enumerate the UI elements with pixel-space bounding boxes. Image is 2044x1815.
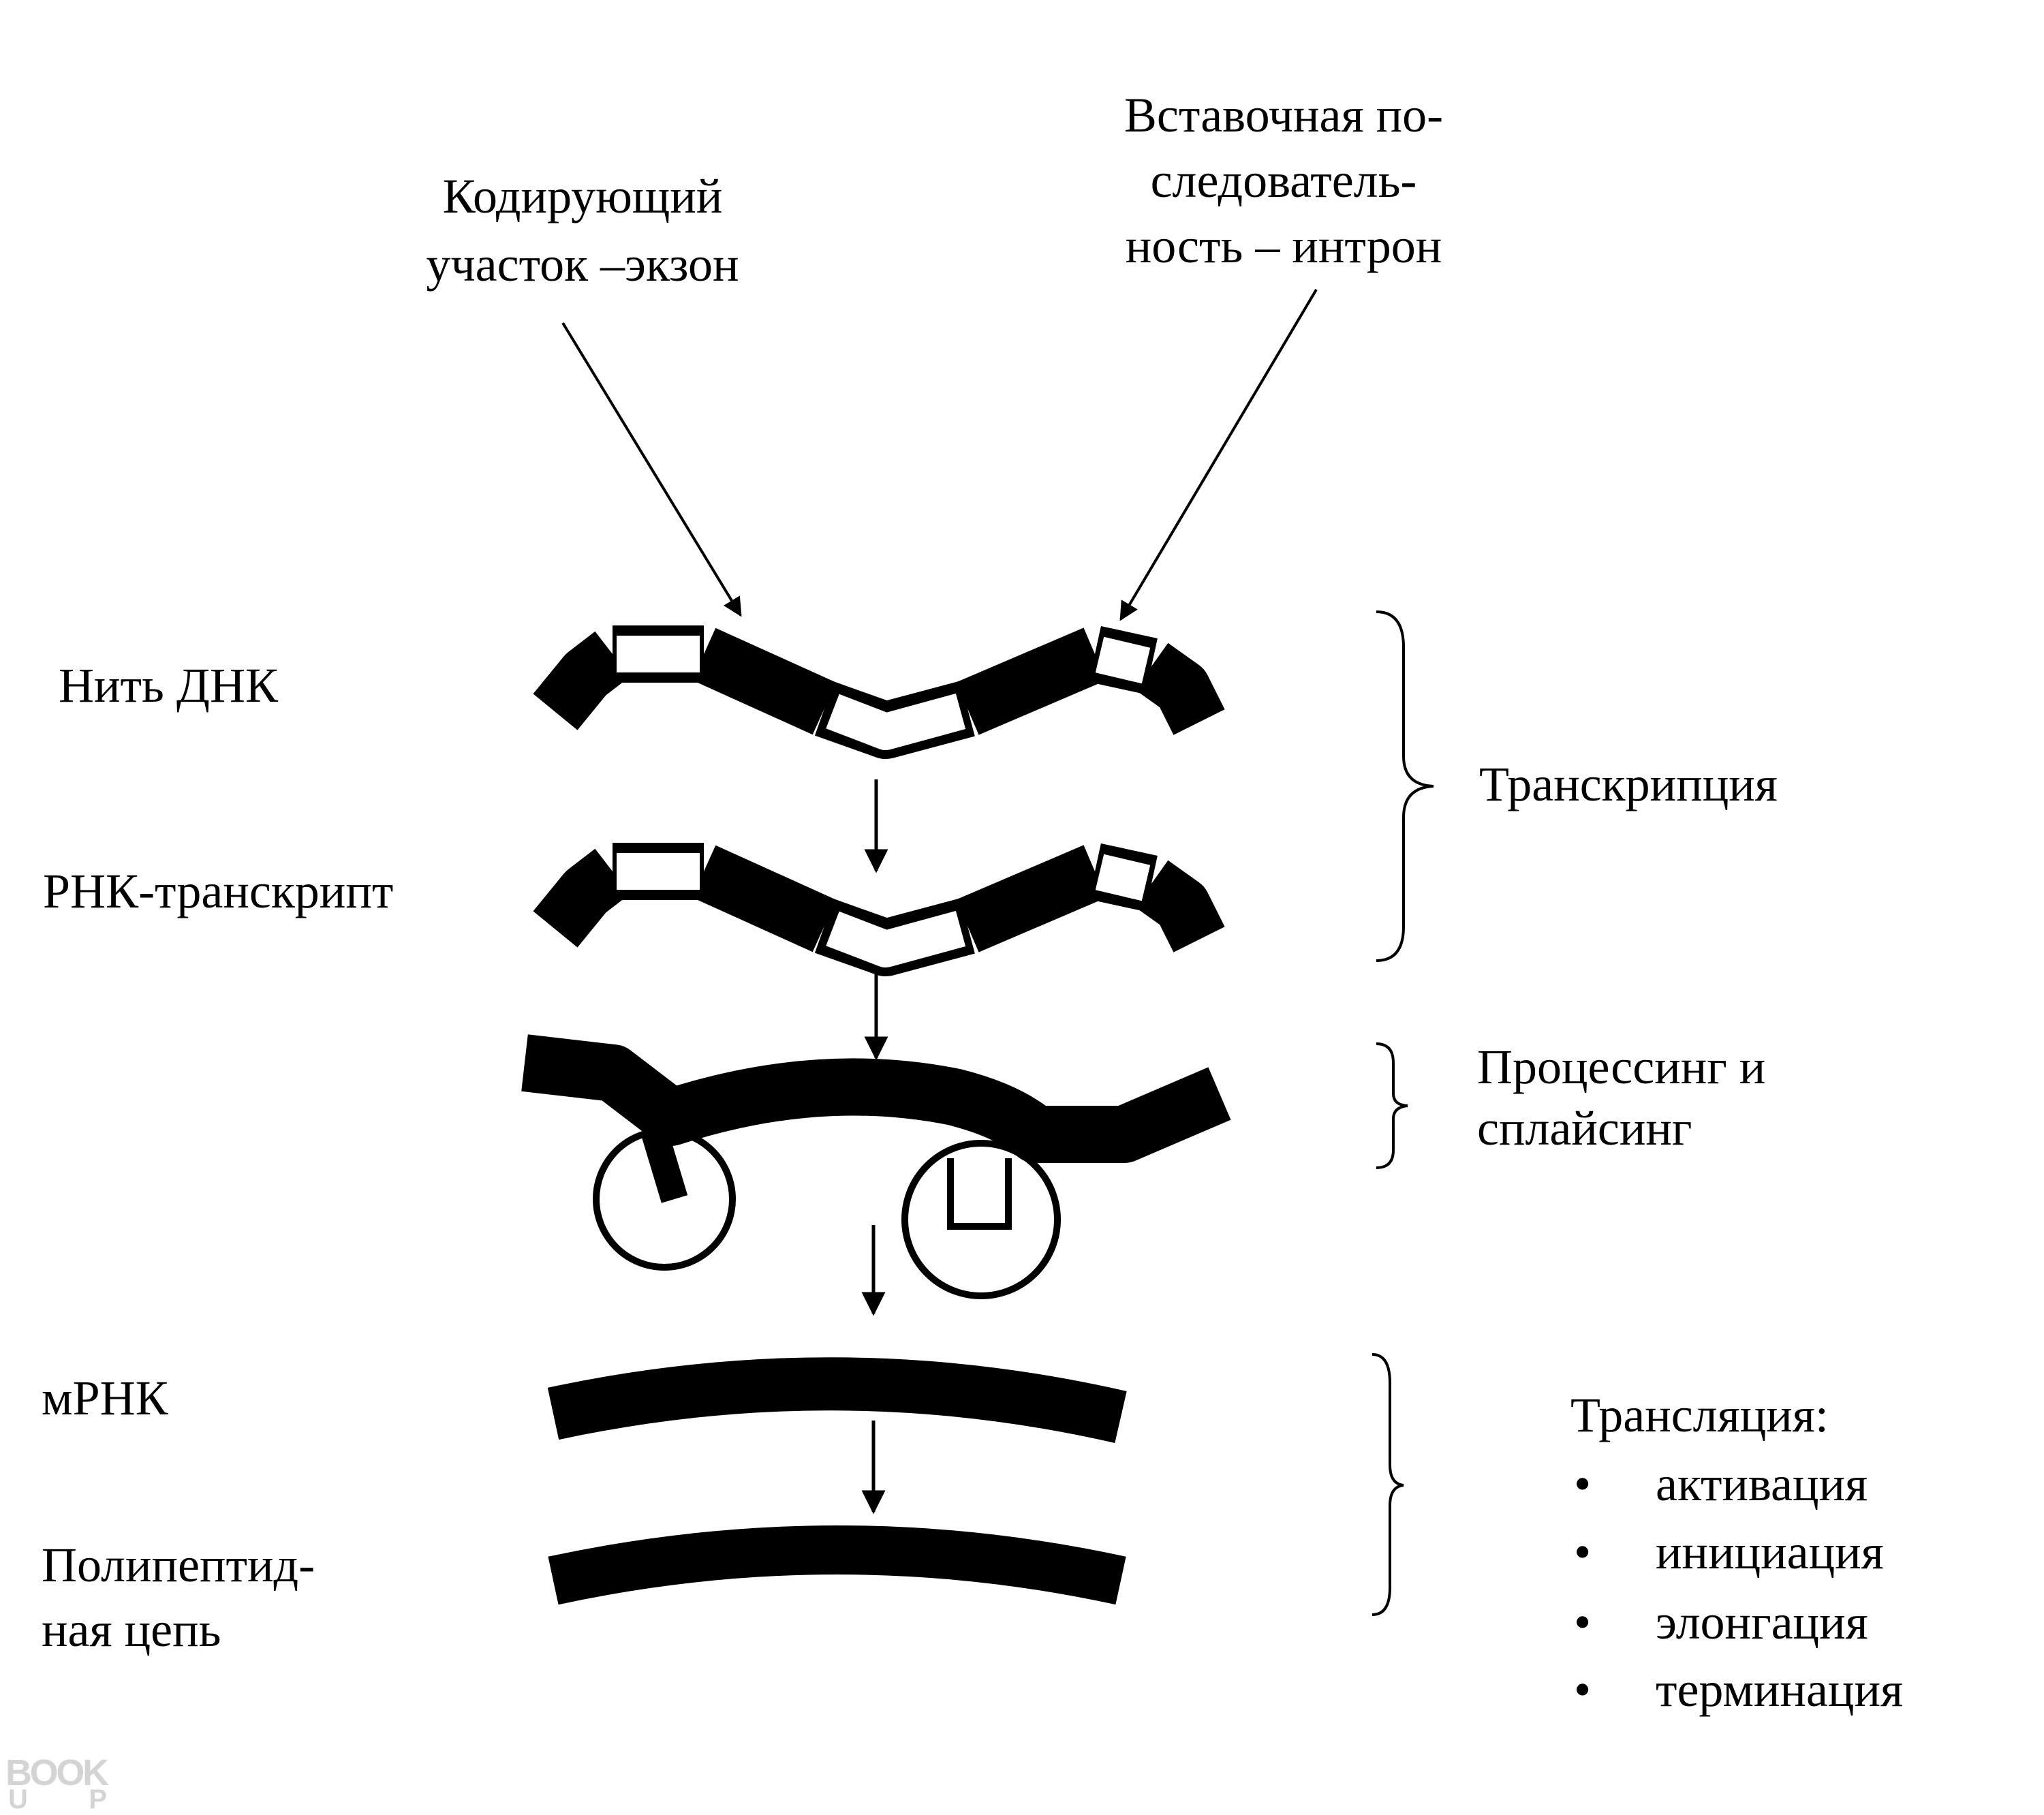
exon-pointer-arrow <box>561 322 742 617</box>
intron-pointer-arrow <box>1119 288 1318 621</box>
translation-step: терминация <box>1656 1662 1903 1717</box>
exon-label-line2: участок –экзон <box>426 237 739 292</box>
translation-step: инициация <box>1656 1525 1884 1579</box>
bookup-watermark-logo: BOOK UP <box>5 1752 109 1814</box>
bullet: • <box>1574 1595 1591 1649</box>
intron-label-line2: следователь- <box>1151 153 1417 208</box>
processing-label-line1: Процессинг и <box>1477 1040 1765 1094</box>
bullet: • <box>1574 1662 1591 1717</box>
bullet: • <box>1574 1525 1591 1579</box>
dna-label: Нить ДНК <box>59 658 279 713</box>
rna-transcript-label: РНК-транскрипт <box>43 864 393 918</box>
intron-label-line3: ность – интрон <box>1126 219 1442 273</box>
translation-step: активация <box>1656 1457 1868 1511</box>
processing-label-line2: сплайсинг <box>1477 1101 1692 1155</box>
transcription-label: Транскрипция <box>1479 757 1778 811</box>
translation-title: Трансляция: <box>1570 1388 1829 1442</box>
spliced-rna-shape <box>521 1034 1231 1299</box>
processing-brace <box>1376 1042 1408 1169</box>
transcription-brace <box>1376 610 1434 962</box>
translation-brace <box>1372 1353 1404 1616</box>
translation-steps-list: • активация • инициация • элонгация • те… <box>1574 1457 1903 1717</box>
polypeptide-chain <box>548 1525 1126 1605</box>
intron-label-line1: Вставочная по- <box>1124 88 1443 142</box>
translation-step: элонгация <box>1656 1595 1868 1649</box>
watermark-line1: BOOK <box>5 1752 109 1793</box>
rna-transcript-strand <box>555 871 1199 949</box>
dna-strand <box>555 654 1199 732</box>
bullet: • <box>1574 1457 1591 1511</box>
mrna-label: мРНК <box>42 1371 169 1425</box>
polypeptide-label-line2: ная цепь <box>42 1602 221 1657</box>
exon-label-line1: Кодирующий <box>443 169 723 223</box>
mrna-strand <box>547 1357 1127 1444</box>
polypeptide-label-line1: Полипептид- <box>42 1538 315 1592</box>
